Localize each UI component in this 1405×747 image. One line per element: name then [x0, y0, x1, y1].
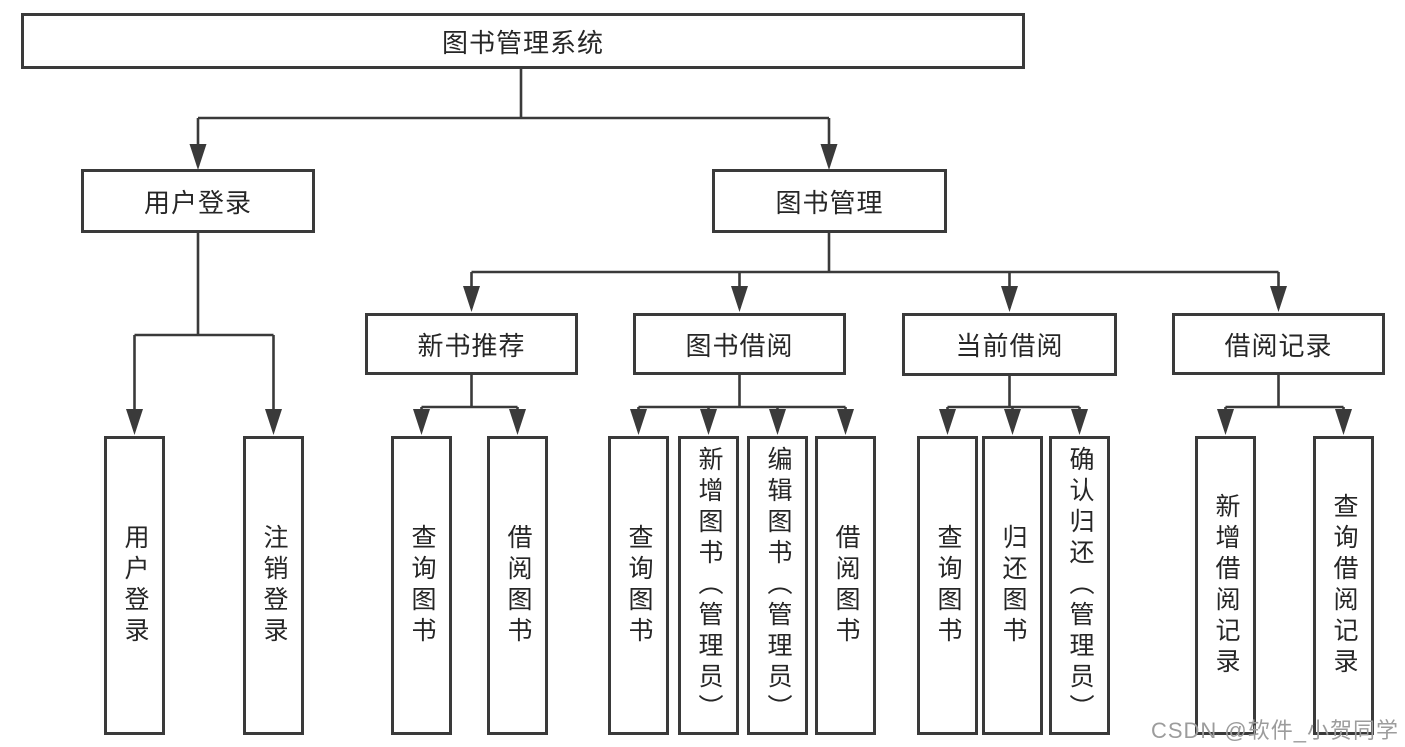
- leaf-records-add-record-label: 新增借阅记录: [1212, 492, 1240, 679]
- connectors-login: [126, 233, 282, 435]
- node-new-book-recommend: 新书推荐: [365, 313, 578, 375]
- leaf-current-confirm-return-admin: 确认归还（管理员）: [1049, 436, 1110, 735]
- node-new-book-recommend-label: 新书推荐: [417, 330, 526, 361]
- connectors-current: [939, 376, 1088, 435]
- connectors-recommend: [413, 375, 526, 435]
- node-book-manage-label: 图书管理: [775, 187, 884, 218]
- leaf-recommend-query-books-label: 查询图书: [408, 523, 436, 648]
- leaf-borrow-query-books: 查询图书: [608, 436, 669, 735]
- node-borrow-records: 借阅记录: [1172, 313, 1385, 375]
- leaf-current-return-books: 归还图书: [982, 436, 1043, 735]
- node-root-label: 图书管理系统: [441, 27, 604, 58]
- node-book-manage: 图书管理: [712, 169, 947, 233]
- connectors-borrow: [630, 375, 854, 435]
- watermark-text: CSDN @软件_小贺同学: [1150, 718, 1399, 743]
- leaf-logout-label: 注销登录: [260, 523, 288, 648]
- leaf-user-login: 用户登录: [104, 436, 165, 735]
- leaf-logout: 注销登录: [243, 436, 304, 735]
- leaf-borrow-borrow-books: 借阅图书: [815, 436, 876, 735]
- connectors-records: [1217, 375, 1352, 435]
- leaf-borrow-edit-books-admin: 编辑图书（管理员）: [747, 436, 808, 735]
- leaf-borrow-add-books-admin: 新增图书（管理员）: [678, 436, 739, 735]
- leaf-current-confirm-return-admin-label: 确认归还（管理员）: [1066, 446, 1094, 725]
- leaf-recommend-borrow-books: 借阅图书: [487, 436, 548, 735]
- leaf-records-query-record-label: 查询借阅记录: [1330, 492, 1358, 679]
- node-root: 图书管理系统: [21, 13, 1025, 69]
- leaf-records-query-record: 查询借阅记录: [1313, 436, 1374, 735]
- node-user-login: 用户登录: [81, 169, 315, 233]
- leaf-current-query-books: 查询图书: [917, 436, 978, 735]
- node-book-borrow: 图书借阅: [633, 313, 846, 375]
- leaf-current-query-books-label: 查询图书: [934, 523, 962, 648]
- leaf-recommend-query-books: 查询图书: [391, 436, 452, 735]
- leaf-user-login-label: 用户登录: [121, 523, 149, 648]
- node-user-login-label: 用户登录: [143, 187, 252, 218]
- connectors-manage: [463, 233, 1287, 312]
- leaf-borrow-edit-books-admin-label: 编辑图书（管理员）: [764, 446, 792, 725]
- leaf-borrow-query-books-label: 查询图书: [625, 523, 653, 648]
- leaf-current-return-books-label: 归还图书: [999, 523, 1027, 648]
- node-book-borrow-label: 图书借阅: [685, 330, 794, 361]
- leaf-borrow-borrow-books-label: 借阅图书: [832, 523, 860, 648]
- leaf-records-add-record: 新增借阅记录: [1195, 436, 1256, 735]
- connectors-root: [189, 69, 838, 170]
- node-current-borrow: 当前借阅: [902, 313, 1117, 376]
- leaf-recommend-borrow-books-label: 借阅图书: [504, 523, 532, 648]
- node-borrow-records-label: 借阅记录: [1224, 330, 1333, 361]
- node-current-borrow-label: 当前借阅: [955, 331, 1064, 361]
- leaf-borrow-add-books-admin-label: 新增图书（管理员）: [695, 446, 723, 725]
